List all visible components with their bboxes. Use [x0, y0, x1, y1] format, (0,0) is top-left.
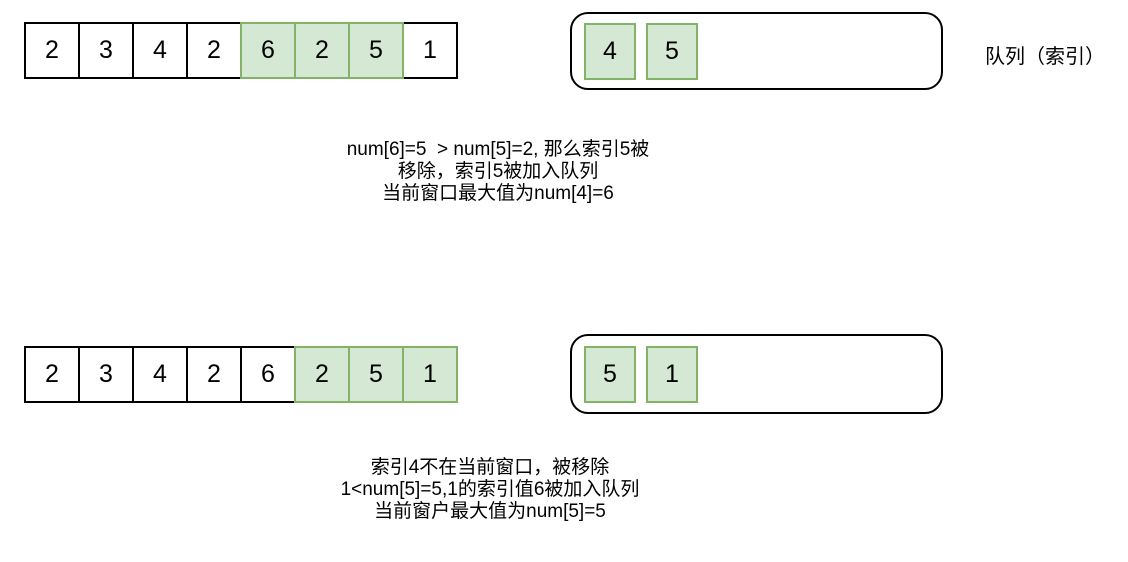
array-cell: 2 — [294, 22, 350, 79]
queue-label: 队列（索引） — [985, 46, 1105, 68]
caption-line: num[6]=5 > num[5]=2, 那么索引5被 — [346, 139, 650, 160]
caption-line: 索引4不在当前窗口，被移除 — [370, 457, 610, 478]
array-step1: 2 3 4 2 6 2 5 1 — [24, 22, 458, 79]
caption-line: 当前窗户最大值为num[5]=5 — [374, 501, 606, 522]
array-cell: 3 — [78, 22, 134, 79]
queue-box-step1: 4 5 — [570, 12, 943, 90]
array-cell: 6 — [240, 22, 296, 79]
caption-line: 1<num[5]=5,1的索引值6被加入队列 — [340, 479, 640, 500]
array-cell: 2 — [24, 346, 80, 403]
array-cell: 2 — [186, 22, 242, 79]
array-cell: 2 — [294, 346, 350, 403]
array-cell: 2 — [186, 346, 242, 403]
array-cell: 4 — [132, 346, 188, 403]
array-cell: 4 — [132, 22, 188, 79]
queue-cell: 4 — [584, 22, 636, 80]
queue-box-step2: 5 1 — [570, 334, 943, 414]
array-cell: 1 — [402, 346, 458, 403]
caption-step1: num[6]=5 > num[5]=2, 那么索引5被 移除，索引5被加入队列 … — [198, 139, 798, 205]
caption-line: 移除，索引5被加入队列 — [397, 161, 599, 182]
queue-cell: 5 — [584, 345, 636, 403]
array-cell: 5 — [348, 22, 404, 79]
array-cell: 2 — [24, 22, 80, 79]
caption-step2: 索引4不在当前窗口，被移除 1<num[5]=5,1的索引值6被加入队列 当前窗… — [190, 457, 790, 523]
array-cell: 1 — [402, 22, 458, 79]
array-step2: 2 3 4 2 6 2 5 1 — [24, 346, 458, 403]
queue-cell: 5 — [646, 22, 698, 80]
queue-cell: 1 — [646, 345, 698, 403]
array-cell: 5 — [348, 346, 404, 403]
caption-line: 当前窗口最大值为num[4]=6 — [382, 183, 614, 204]
array-cell: 3 — [78, 346, 134, 403]
array-cell: 6 — [240, 346, 296, 403]
